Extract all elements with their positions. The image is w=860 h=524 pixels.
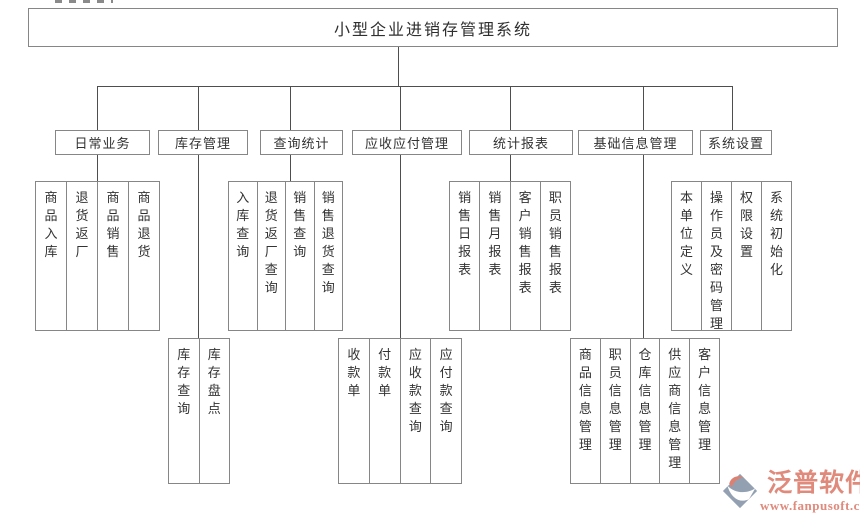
group-stat-reports: 销售日报表 销售月报表 客户销售报表 职员销售报表 [449,181,571,331]
drop-line-query [290,86,291,130]
leaf-item: 商品入库 [36,182,67,330]
module-base-info: 基础信息管理 [578,130,693,155]
link-query-group [290,155,291,182]
leaf-item: 商品销售 [98,182,129,330]
link-report-group [510,155,511,182]
vendor-url: www.fanpusoft.com [760,498,860,513]
clipped-text-artifact [55,0,113,3]
leaf-item: 退货返厂 [67,182,98,330]
vendor-name: 泛普软件 [767,470,860,497]
link-daily-group [97,155,98,182]
fanpu-diamond-icon [722,473,758,509]
drop-line-payable [400,86,401,130]
leaf-item: 商品退货 [137,190,151,259]
drop-line-system [732,86,733,130]
module-payable-receivable: 应收应付管理 [352,130,462,155]
group-daily-business: 商品入库 退货返厂 商品销售 商品退货 [35,181,160,331]
group-query-stats: 入库查询 退货返厂查询 销售查询 销售退货查询 [228,181,343,331]
leaf-item: 本单位定义 [672,182,702,330]
link-baseinfo-group [643,155,644,339]
branch-bar [97,86,733,87]
link-payable-group [400,155,401,339]
group-system-settings: 本单位定义 操作员及密码管理 权限设置 系统初始化 [671,181,792,331]
leaf-item: 付款单 [370,339,401,483]
leaf-item: 应收款查询 [401,339,432,483]
link-inventory-group [198,155,199,339]
module-inventory-mgmt: 库存管理 [158,130,248,155]
leaf-item: 入库查询 [229,182,258,330]
leaf-item: 权限设置 [732,182,762,330]
leaf-item: 销售退货查询 [321,190,335,295]
module-stat-reports: 统计报表 [469,130,573,155]
diagram-title: 小型企业进销存管理系统 [28,8,838,47]
leaf-item: 库存查询 [169,339,200,483]
leaf-item: 系统初始化 [770,190,784,277]
leaf-item: 仓库信息管理 [631,339,661,483]
leaf-item: 销售查询 [286,182,315,330]
leaf-item: 商品信息管理 [571,339,601,483]
leaf-item: 收款单 [339,339,370,483]
drop-line-report [510,86,511,130]
leaf-item: 应付款查询 [439,347,453,434]
leaf-item: 供应商信息管理 [660,339,691,483]
group-inventory-mgmt: 库存查询 库存盘点 [168,338,230,484]
drop-line-daily [97,86,98,130]
leaf-item: 退货返厂查询 [258,182,286,330]
module-system-settings: 系统设置 [700,130,772,155]
leaf-item: 操作员及密码管理 [702,182,732,330]
drop-line-baseinfo [643,86,644,130]
group-base-info: 商品信息管理 职员信息管理 仓库信息管理 供应商信息管理 客户信息管理 [570,338,720,484]
drop-line-inventory [198,86,199,130]
leaf-item: 职员信息管理 [601,339,631,483]
leaf-item: 销售月报表 [480,182,511,330]
vendor-logo: 泛普软件 www.fanpusoft.com [722,470,860,514]
leaf-item: 客户信息管理 [698,347,712,452]
leaf-item: 库存盘点 [207,347,221,416]
trunk-line [398,47,399,86]
leaf-item: 职员销售报表 [548,190,562,295]
module-daily-business: 日常业务 [55,130,150,155]
group-payable-receivable: 收款单 付款单 应收款查询 应付款查询 [338,338,462,484]
leaf-item: 销售日报表 [450,182,481,330]
module-query-stats: 查询统计 [260,130,343,155]
leaf-item: 客户销售报表 [511,182,541,330]
